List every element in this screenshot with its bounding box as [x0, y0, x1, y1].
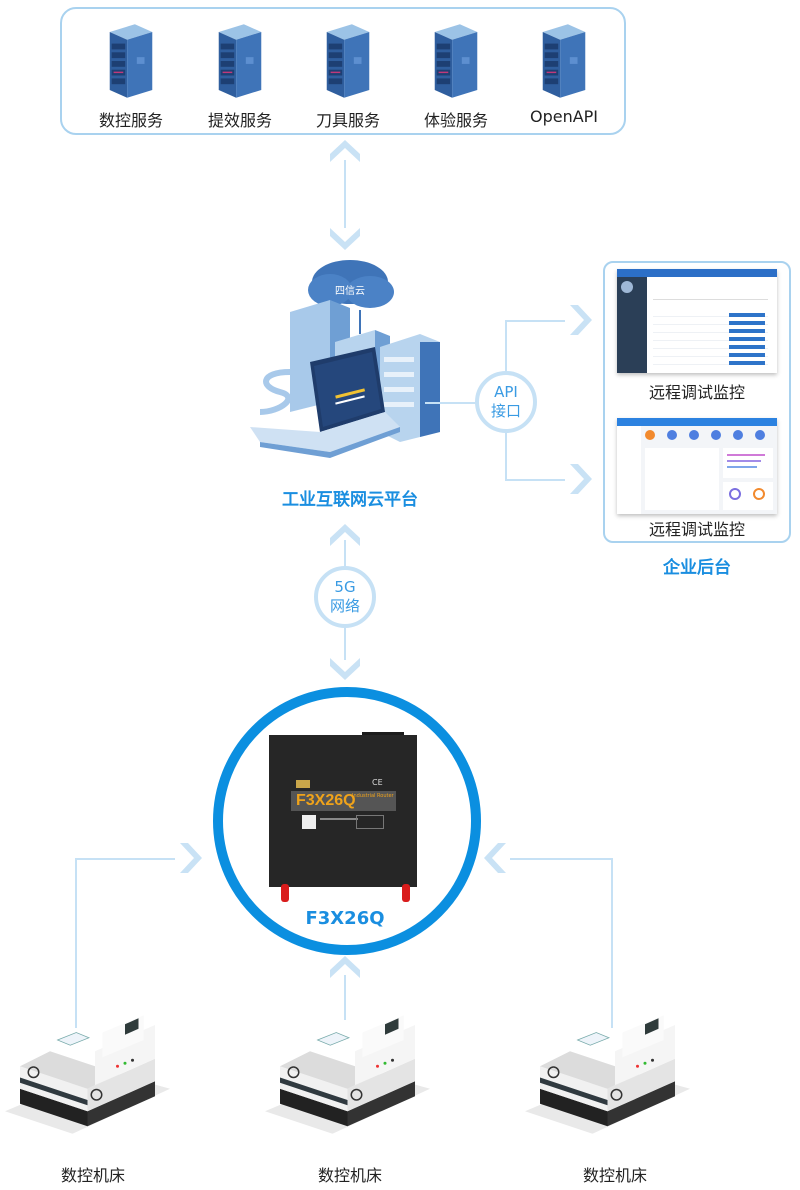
- remote-debug-screenshot-1[interactable]: [617, 269, 777, 373]
- ce-mark: CE: [372, 778, 383, 787]
- connector-line: [505, 320, 507, 371]
- connector-line: [611, 858, 613, 1028]
- chevron-down-icon: [330, 228, 360, 250]
- connector-line: [425, 402, 479, 404]
- cloud-platform-label: 工业互联网云平台: [282, 490, 418, 510]
- cloud-platform-illustration: 四信云: [250, 260, 440, 458]
- router-device[interactable]: [269, 735, 417, 887]
- qr-code-icon: [302, 815, 316, 829]
- network-bubble-line1: 5G: [334, 578, 356, 596]
- connector-line: [505, 320, 565, 322]
- antenna-icon: [402, 884, 410, 902]
- service-item-tool[interactable]: 刀具服务: [293, 23, 403, 131]
- chevron-right-icon: [180, 843, 202, 873]
- backend-title: 企业后台: [663, 558, 731, 578]
- service-item-experience[interactable]: 体验服务: [401, 23, 511, 131]
- screenshot-caption: 远程调试监控: [648, 383, 745, 402]
- chevron-up-icon: [330, 140, 360, 162]
- api-bubble-line2: 接口: [490, 402, 521, 420]
- server-rack-icon: [427, 23, 485, 99]
- machine-label: 数控机床: [582, 1166, 647, 1185]
- remote-debug-screenshot-2[interactable]: [617, 418, 777, 514]
- connector-line: [344, 160, 346, 228]
- chevron-left-icon: [484, 843, 506, 873]
- device-label: F3X26Q: [305, 908, 385, 929]
- device-ring: [213, 687, 481, 955]
- spec-table: [356, 815, 384, 829]
- server-rack-icon: [102, 23, 160, 99]
- router-model-print: F3X26Q: [296, 792, 356, 809]
- cloud-icon: 四信云: [308, 260, 394, 308]
- service-label: 提效服务: [207, 111, 272, 130]
- connector-line: [510, 858, 611, 860]
- antenna-icon: [281, 884, 289, 902]
- server-rack-icon: [319, 23, 377, 99]
- service-label: OpenAPI: [529, 107, 599, 126]
- connector-line: [75, 858, 77, 1028]
- service-item-openapi[interactable]: OpenAPI: [509, 23, 619, 126]
- connector-line: [344, 628, 346, 660]
- router-subtitle-print: Industrial Router: [352, 793, 394, 799]
- service-label: 数控服务: [98, 111, 163, 130]
- cnc-machine-icon[interactable]: [5, 1005, 170, 1135]
- connector-line: [505, 479, 565, 481]
- brand-logo-icon: [296, 780, 310, 788]
- chevron-right-icon: [570, 464, 592, 494]
- screenshot-caption: 远程调试监控: [648, 520, 745, 539]
- server-rack-icon: [211, 23, 269, 99]
- network-bubble-line2: 网络: [329, 597, 360, 615]
- service-label: 体验服务: [423, 111, 488, 130]
- machine-label: 数控机床: [60, 1166, 125, 1185]
- server-rack-icon: [535, 23, 593, 99]
- service-item-efficiency[interactable]: 提效服务: [185, 23, 295, 131]
- service-label: 刀具服务: [315, 111, 380, 130]
- service-item-cnc[interactable]: 数控服务: [76, 23, 186, 131]
- api-bubble-line1: API: [494, 383, 518, 401]
- 5g-network-bubble: 5G 网络: [314, 566, 376, 628]
- services-panel: 数控服务 提效服务 刀具服务 体验服务 OpenAPI: [60, 7, 626, 135]
- api-interface-bubble: API 接口: [475, 371, 537, 433]
- connector-line: [505, 433, 507, 481]
- connector-line: [344, 540, 346, 570]
- cnc-machine-icon[interactable]: [525, 1005, 690, 1135]
- cnc-machine-icon[interactable]: [265, 1005, 430, 1135]
- connector-line: [75, 858, 175, 860]
- machine-label: 数控机床: [317, 1166, 382, 1185]
- router-nameplate: [291, 791, 396, 811]
- svg-text:四信云: 四信云: [335, 285, 365, 297]
- router-port-tab: [362, 732, 404, 737]
- label-text-line: [320, 818, 358, 820]
- backend-panel: 远程调试监控 远程调试监控: [603, 261, 791, 543]
- chevron-right-icon: [570, 305, 592, 335]
- connector-line: [344, 975, 346, 1020]
- chevron-down-icon: [330, 658, 360, 680]
